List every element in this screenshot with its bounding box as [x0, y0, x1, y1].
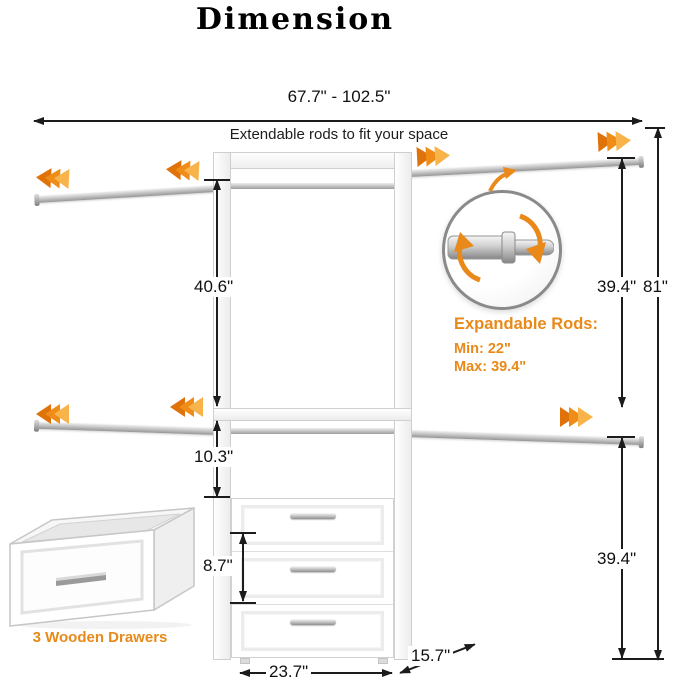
drawer-handle	[289, 513, 336, 519]
drawer-row	[232, 552, 393, 605]
tower-right-panel	[394, 152, 412, 660]
dim-label-right-upper: 39.4"	[594, 277, 640, 297]
extend-left-arrow-icon	[165, 159, 200, 182]
extend-right-arrow-icon	[597, 130, 632, 153]
dim-label-drawer-height: 8.7"	[200, 556, 236, 576]
top-dimension-range: 67.7" - 102.5"	[287, 87, 391, 106]
telescoping-rod-graphic	[447, 213, 555, 283]
drawer-row	[232, 605, 393, 657]
tower-top-panel	[213, 152, 412, 169]
drawer-unit	[231, 498, 394, 658]
drawer-panel	[241, 611, 384, 651]
top-dimension-note: Extendable rods to fit your space	[229, 126, 449, 143]
dim-label-total-height: 81"	[640, 277, 671, 297]
dim-label-upper-height: 40.6"	[191, 277, 237, 297]
drawer-row	[232, 499, 393, 552]
dim-label-right-lower: 39.4"	[594, 549, 640, 569]
dim-label-depth: 15.7"	[408, 646, 454, 666]
drawer-handle	[56, 574, 106, 586]
extend-rod-lower-right	[408, 430, 642, 446]
drawer-panel	[241, 505, 384, 545]
dim-arrow-right-lower	[621, 438, 623, 658]
extension-tick	[230, 602, 256, 604]
dim-arrow-total-height	[657, 128, 659, 660]
inset-max-value: Max: 39.4"	[454, 359, 527, 375]
extend-right-arrow-icon	[416, 145, 451, 168]
drawer-panel	[241, 558, 384, 598]
extend-left-arrow-icon	[36, 404, 69, 424]
rod-zoom-inset	[442, 190, 562, 310]
drawer-handle	[289, 566, 336, 572]
extend-left-arrow-icon	[35, 167, 70, 190]
drawer-handle	[289, 619, 336, 625]
dim-arrow-width	[240, 672, 392, 674]
extend-right-arrow-icon	[560, 407, 593, 427]
top-dimension-arrow	[34, 120, 642, 122]
inset-min-value: Min: 22"	[454, 341, 511, 357]
page-title: Dimension	[195, 2, 395, 37]
tower-foot-right	[378, 658, 388, 664]
upper-hanging-rod	[223, 180, 403, 192]
extend-left-arrow-icon	[170, 397, 203, 417]
drawer-callout-label: 3 Wooden Drawers	[32, 629, 168, 646]
middle-shelf	[213, 408, 412, 421]
inset-heading: Expandable Rods:	[454, 315, 598, 333]
dim-label-shelf-gap: 10.3"	[191, 447, 237, 467]
drawer-illustration	[9, 506, 195, 629]
lower-hanging-rod	[223, 425, 403, 437]
dim-arrow-drawer-height	[242, 534, 244, 601]
tower-foot-left	[240, 658, 250, 664]
zoom-callout-arrow-icon	[488, 167, 517, 192]
extension-tick	[612, 658, 664, 660]
dim-label-width: 23.7"	[266, 662, 312, 682]
